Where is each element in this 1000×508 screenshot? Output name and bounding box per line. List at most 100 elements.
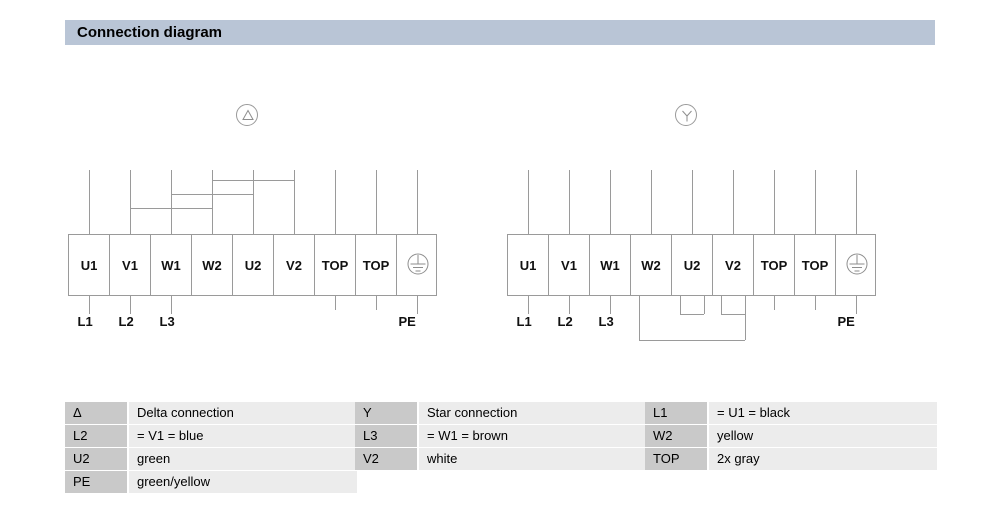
terminal-label: U1 [80, 257, 98, 273]
terminal-label: V1 [122, 257, 138, 273]
legend-value: = W1 = brown [419, 425, 647, 447]
jumper-leg-left [638, 296, 640, 340]
legend-value: green [129, 448, 357, 470]
legend-key: TOP [645, 448, 707, 470]
phase-stub-l2 [568, 296, 570, 314]
terminal-label: TOP [362, 257, 390, 273]
terminal-w1-2[interactable]: W1 [151, 235, 192, 295]
phase-stub-pe [416, 296, 418, 314]
terminal-top-7[interactable]: TOP [356, 235, 397, 295]
phase-label-l3: L3 [598, 314, 614, 329]
top-stub-6 [334, 296, 336, 310]
star-wye-icon [674, 104, 697, 126]
terminal-u2-4[interactable]: U2 [233, 235, 274, 295]
jumper-leg-left [170, 194, 172, 234]
top-stub-7 [814, 296, 816, 310]
terminal-label: V1 [561, 257, 577, 273]
terminal-block-star: U1 V1 W1 W2 U2 V2 TOP TOP [507, 234, 876, 296]
terminal-v2-5[interactable]: V2 [274, 235, 315, 295]
phase-stub-pe [855, 296, 857, 314]
terminal-top-6[interactable]: TOP [754, 235, 795, 295]
delta-triangle-icon [235, 104, 258, 126]
jumper-bridge [211, 180, 294, 181]
jumper-leg-right [703, 296, 705, 314]
legend-value: Delta connection [129, 402, 357, 424]
jumper-bridge [679, 314, 704, 315]
feed-wire-w2-3 [650, 170, 652, 234]
legend-value: 2x gray [709, 448, 937, 470]
terminal-v1-1[interactable]: V1 [549, 235, 590, 295]
feed-wire-v1-1 [129, 170, 131, 234]
feed-wire-top-7 [814, 170, 816, 234]
jumper-leg-right [293, 180, 295, 234]
phase-label-pe: PE [837, 314, 855, 329]
legend-key: V2 [355, 448, 417, 470]
jumper-leg-left [679, 296, 681, 314]
feed-wire-u2-4 [691, 170, 693, 234]
terminal-u1-0[interactable]: U1 [69, 235, 110, 295]
legend-key: U2 [65, 448, 127, 470]
terminal-pe[interactable] [397, 235, 438, 295]
terminal-v1-1[interactable]: V1 [110, 235, 151, 295]
phase-stub-l3 [170, 296, 172, 314]
feed-wire-w1-2 [609, 170, 611, 234]
legend-key: L1 [645, 402, 707, 424]
jumper-bridge [720, 314, 745, 315]
terminal-label: TOP [801, 257, 829, 273]
phase-label-pe: PE [398, 314, 416, 329]
terminal-label: W1 [600, 257, 620, 273]
terminal-v2-5[interactable]: V2 [713, 235, 754, 295]
feed-wire-v2-5 [732, 170, 734, 234]
legend-value: white [419, 448, 647, 470]
terminal-label: V2 [725, 257, 741, 273]
terminal-w2-3[interactable]: W2 [192, 235, 233, 295]
legend-key: W2 [645, 425, 707, 447]
terminal-label: U2 [683, 257, 701, 273]
phase-label-l3: L3 [159, 314, 175, 329]
phase-stub-l2 [129, 296, 131, 314]
jumper-leg-left [720, 296, 722, 314]
terminal-block-delta: U1 V1 W1 W2 U2 V2 TOP TOP [68, 234, 437, 296]
terminal-label: U2 [244, 257, 262, 273]
legend-key: L3 [355, 425, 417, 447]
terminal-label: W2 [202, 257, 222, 273]
page-title: Connection diagram [77, 24, 223, 41]
phase-label-l1: L1 [77, 314, 93, 329]
phase-label-l2: L2 [557, 314, 573, 329]
legend-key: L2 [65, 425, 127, 447]
legend-key: Y [355, 402, 417, 424]
legend-key: Δ [65, 402, 127, 424]
terminal-u1-0[interactable]: U1 [508, 235, 549, 295]
phase-label-l2: L2 [118, 314, 134, 329]
feed-wire-u1-0 [88, 170, 90, 234]
terminal-top-6[interactable]: TOP [315, 235, 356, 295]
legend-value: = V1 = blue [129, 425, 357, 447]
terminal-label: U1 [519, 257, 537, 273]
jumper-leg-right [744, 296, 746, 340]
legend-value: yellow [709, 425, 937, 447]
terminal-top-7[interactable]: TOP [795, 235, 836, 295]
phase-stub-l3 [609, 296, 611, 314]
feed-wire-top-7 [375, 170, 377, 234]
section-header-bar: Connection diagram [65, 20, 935, 45]
jumper-bridge [638, 340, 745, 341]
terminal-w2-3[interactable]: W2 [631, 235, 672, 295]
feed-wire-earth-symbol-8 [855, 170, 857, 234]
feed-wire-u1-0 [527, 170, 529, 234]
feed-wire-earth-symbol-8 [416, 170, 418, 234]
feed-wire-v1-1 [568, 170, 570, 234]
terminal-label: TOP [321, 257, 349, 273]
jumper-leg-left [211, 180, 213, 234]
terminal-u2-4[interactable]: U2 [672, 235, 713, 295]
terminal-label: V2 [286, 257, 302, 273]
terminal-label: W1 [161, 257, 181, 273]
top-stub-6 [773, 296, 775, 310]
terminal-label: TOP [760, 257, 788, 273]
terminal-w1-2[interactable]: W1 [590, 235, 631, 295]
jumper-leg-left [129, 208, 131, 234]
legend-value: = U1 = black [709, 402, 937, 424]
terminal-pe[interactable] [836, 235, 877, 295]
jumper-leg-right [252, 194, 254, 234]
phase-label-l1: L1 [516, 314, 532, 329]
